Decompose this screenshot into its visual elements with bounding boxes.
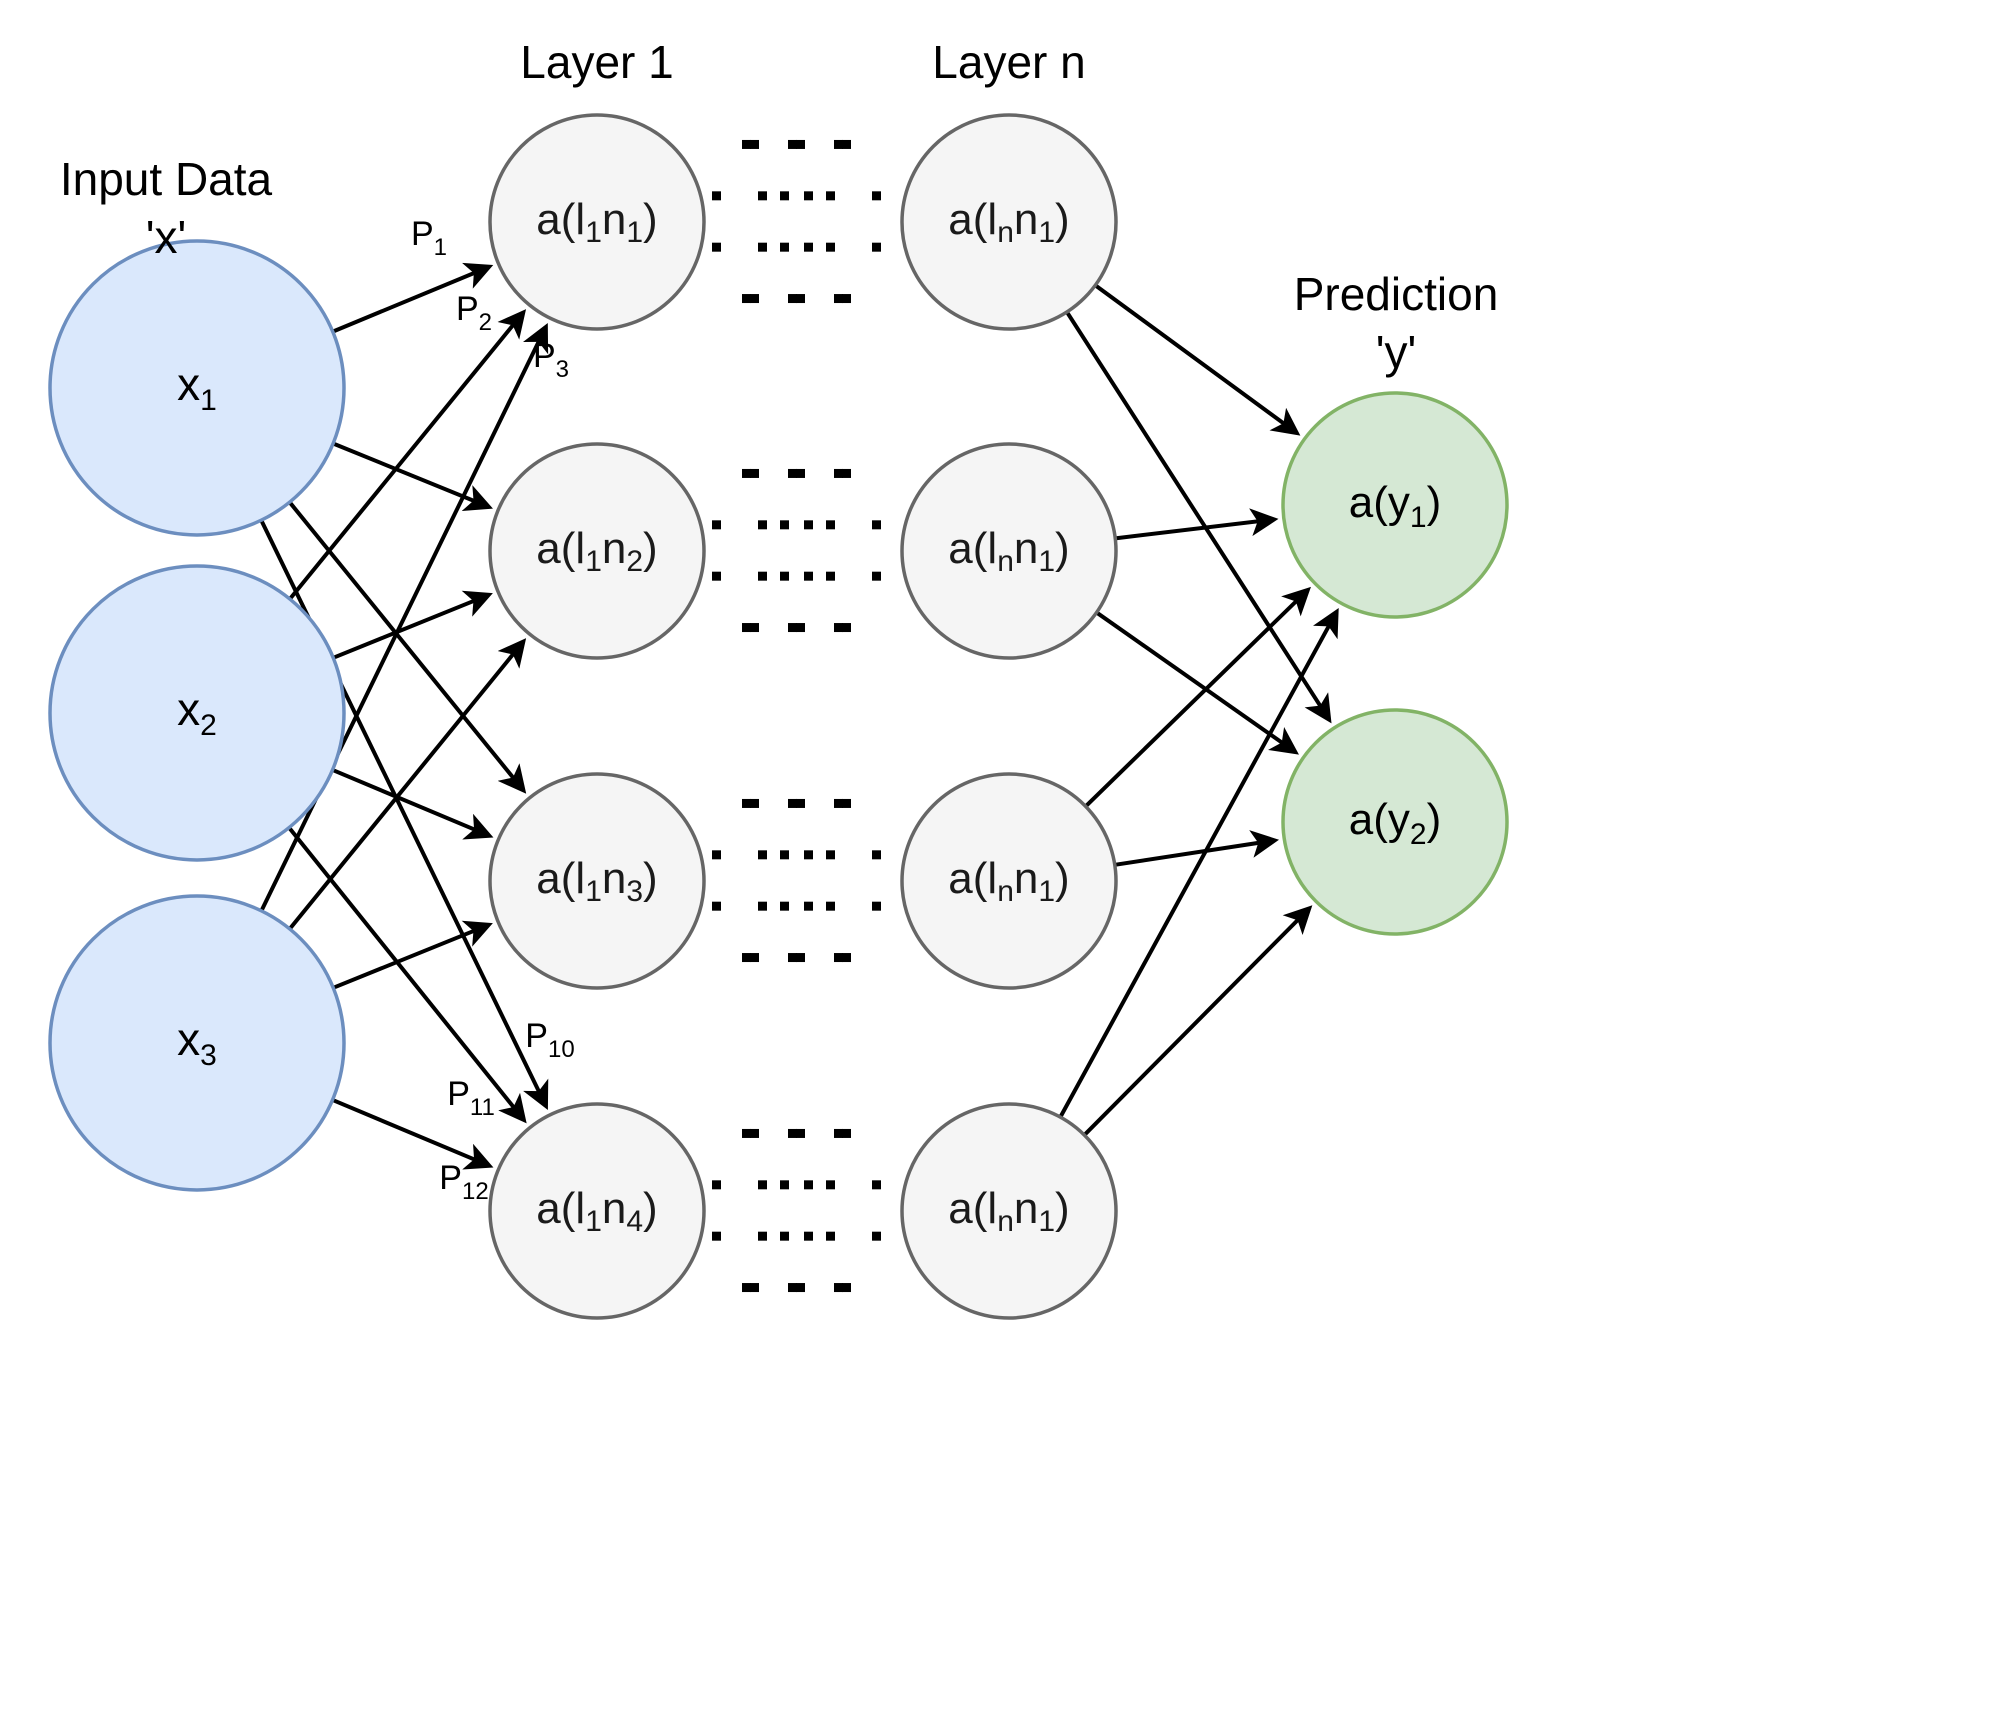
node-l1n4[interactable]: a(l1n4) [488, 1102, 706, 1320]
edge-lnn1-y2 [1065, 311, 1332, 724]
node-lnn4[interactable]: a(lnn1) [900, 1102, 1118, 1320]
edge-lnn1-y1 [1094, 284, 1301, 436]
weight-label-p11: P11 [447, 1075, 495, 1121]
node-label-lnn2: a(lnn1) [948, 524, 1069, 578]
weight-label-p1: P1 [411, 215, 447, 261]
ellipsis-l1n4 [712, 1128, 843, 1293]
edges-layern-to-output [1059, 284, 1339, 1136]
edge-x2-l1n2 [333, 590, 493, 660]
input-layer: x1 x2 x3 [48, 239, 346, 1192]
edge-x1-l1n1 [332, 262, 494, 334]
edge-x3-l1n1 [260, 322, 549, 911]
node-circle-lnn4[interactable] [900, 1102, 1118, 1320]
node-label-y2: a(y2) [1349, 795, 1441, 851]
layer1: a(l1n1) a(l1n2) a(l1n3) a(l1n4) [488, 113, 706, 1320]
node-label-l1n2: a(l1n2) [536, 524, 657, 578]
node-label-lnn1: a(lnn1) [948, 195, 1069, 249]
edge-x2-l1n1 [288, 309, 527, 600]
node-label-l1n4: a(l1n4) [536, 1184, 657, 1238]
node-lnn3[interactable]: a(lnn1) [900, 772, 1118, 990]
edge-x3-l1n2 [288, 638, 527, 930]
node-l1n3[interactable]: a(l1n3) [488, 772, 706, 990]
ellipsis-layer1-holder [712, 139, 843, 1293]
node-label-l1n3: a(l1n3) [536, 854, 657, 908]
ellipsis-lnn4 [750, 1128, 881, 1293]
ellipsis-l1n1 [712, 139, 843, 304]
title-layer-1: Layer 1 [520, 36, 673, 88]
edge-x3-l1n4 [332, 1098, 494, 1170]
edge-lnn3-y1 [1084, 586, 1311, 808]
node-y2[interactable]: a(y2) [1281, 708, 1509, 936]
node-circle-l1n1[interactable] [488, 113, 706, 331]
node-input-x3[interactable]: x3 [48, 894, 346, 1192]
edge-lnn2-y2 [1096, 611, 1299, 755]
ellipsis-l1n2 [712, 468, 843, 633]
node-circle-x2[interactable] [48, 564, 346, 862]
edge-lnn2-y1 [1116, 508, 1279, 541]
node-label-l1n1: a(l1n1) [536, 195, 657, 249]
node-label-lnn3: a(lnn1) [948, 854, 1069, 908]
weight-label-p10: P10 [525, 1017, 574, 1063]
node-label-y1: a(y1) [1349, 478, 1441, 534]
node-circle-x3[interactable] [48, 894, 346, 1192]
node-circle-l1n3[interactable] [488, 772, 706, 990]
edge-x2-l1n3 [332, 768, 494, 840]
node-input-x2[interactable]: x2 [48, 564, 346, 862]
weight-label-p2: P2 [456, 290, 492, 336]
node-circle-y2[interactable] [1281, 708, 1509, 936]
node-label-lnn4: a(lnn1) [948, 1184, 1069, 1238]
ellipsis-l1n3 [712, 798, 843, 963]
node-circle-x1[interactable] [48, 239, 346, 537]
edge-lnn4-y2 [1083, 905, 1313, 1136]
node-circle-l1n2[interactable] [488, 442, 706, 660]
node-circle-l1n4[interactable] [488, 1102, 706, 1320]
edge-x3-l1n3 [333, 920, 493, 990]
node-circle-lnn1[interactable] [900, 113, 1118, 331]
group-titles: Input Data 'x' Layer 1 Layer n Predictio… [60, 36, 1498, 378]
weight-labels: P1 P2 P3 P10 P11 P12 [411, 215, 575, 1205]
node-label-x3: x3 [177, 1013, 217, 1072]
node-lnn2[interactable]: a(lnn1) [900, 442, 1118, 660]
title-prediction-sub: 'y' [1376, 326, 1417, 378]
ellipsis-lnn2 [750, 468, 881, 633]
weight-label-p12: P12 [439, 1159, 488, 1205]
output-layer: a(y1) a(y2) [1281, 391, 1509, 936]
weight-label-p3: P3 [533, 337, 569, 383]
title-prediction: Prediction [1294, 268, 1499, 320]
edge-lnn4-y1 [1059, 607, 1339, 1118]
edge-x1-l1n2 [333, 441, 493, 512]
node-circle-lnn2[interactable] [900, 442, 1118, 660]
node-label-x2: x2 [177, 683, 217, 742]
node-label-x1: x1 [177, 358, 217, 417]
title-input-data-sub: 'x' [146, 211, 187, 263]
edge-lnn3-y2 [1115, 830, 1280, 867]
title-layer-n: Layer n [932, 36, 1085, 88]
ellipsis-lnn1 [750, 139, 881, 304]
node-input-x1[interactable]: x1 [48, 239, 346, 537]
node-y1[interactable]: a(y1) [1281, 391, 1509, 619]
node-l1n2[interactable]: a(l1n2) [488, 442, 706, 660]
node-circle-y1[interactable] [1281, 391, 1509, 619]
node-circle-lnn3[interactable] [900, 772, 1118, 990]
title-input-data: Input Data [60, 153, 273, 205]
edge-x2-l1n4 [288, 827, 527, 1124]
layern: a(lnn1) a(lnn1) a(lnn1) a(lnn1) [900, 113, 1118, 1320]
ellipsis-lnn3 [750, 798, 881, 963]
node-l1n1[interactable]: a(l1n1) [488, 113, 706, 331]
node-lnn1[interactable]: a(lnn1) [900, 113, 1118, 331]
